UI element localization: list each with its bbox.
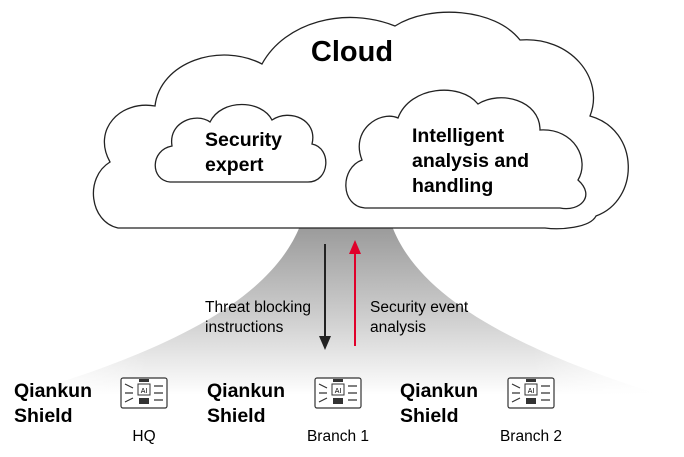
svg-text:AI: AI bbox=[335, 388, 342, 395]
security-expert-cloud bbox=[154, 103, 327, 183]
ai-firewall-icon: AI bbox=[507, 377, 555, 409]
device-name-branch-2: Qiankun Shield bbox=[400, 380, 479, 427]
threat-blocking-label: Threat blocking instructions bbox=[205, 299, 311, 336]
cloud-title: Cloud bbox=[310, 36, 394, 68]
device-name-hq: Qiankun Shield bbox=[14, 380, 93, 427]
security-event-arrow bbox=[349, 240, 361, 346]
security-event-label: Security event analysis bbox=[370, 299, 469, 336]
security-expert-label: Security expert bbox=[205, 129, 282, 176]
svg-text:AI: AI bbox=[528, 388, 535, 395]
site-label-branch-1: Branch 1 bbox=[306, 428, 370, 445]
site-label-branch-2: Branch 2 bbox=[499, 428, 563, 445]
site-label-hq: HQ bbox=[132, 428, 156, 445]
ai-firewall-icon: AI bbox=[314, 377, 362, 409]
intelligent-analysis-cloud bbox=[345, 89, 587, 210]
svg-text:AI: AI bbox=[141, 388, 148, 395]
device-name-branch-1: Qiankun Shield bbox=[207, 380, 286, 427]
threat-blocking-arrow bbox=[319, 244, 331, 350]
intelligent-analysis-label: Intelligent analysis and handling bbox=[412, 125, 530, 197]
ai-firewall-icon: AI bbox=[120, 377, 168, 409]
